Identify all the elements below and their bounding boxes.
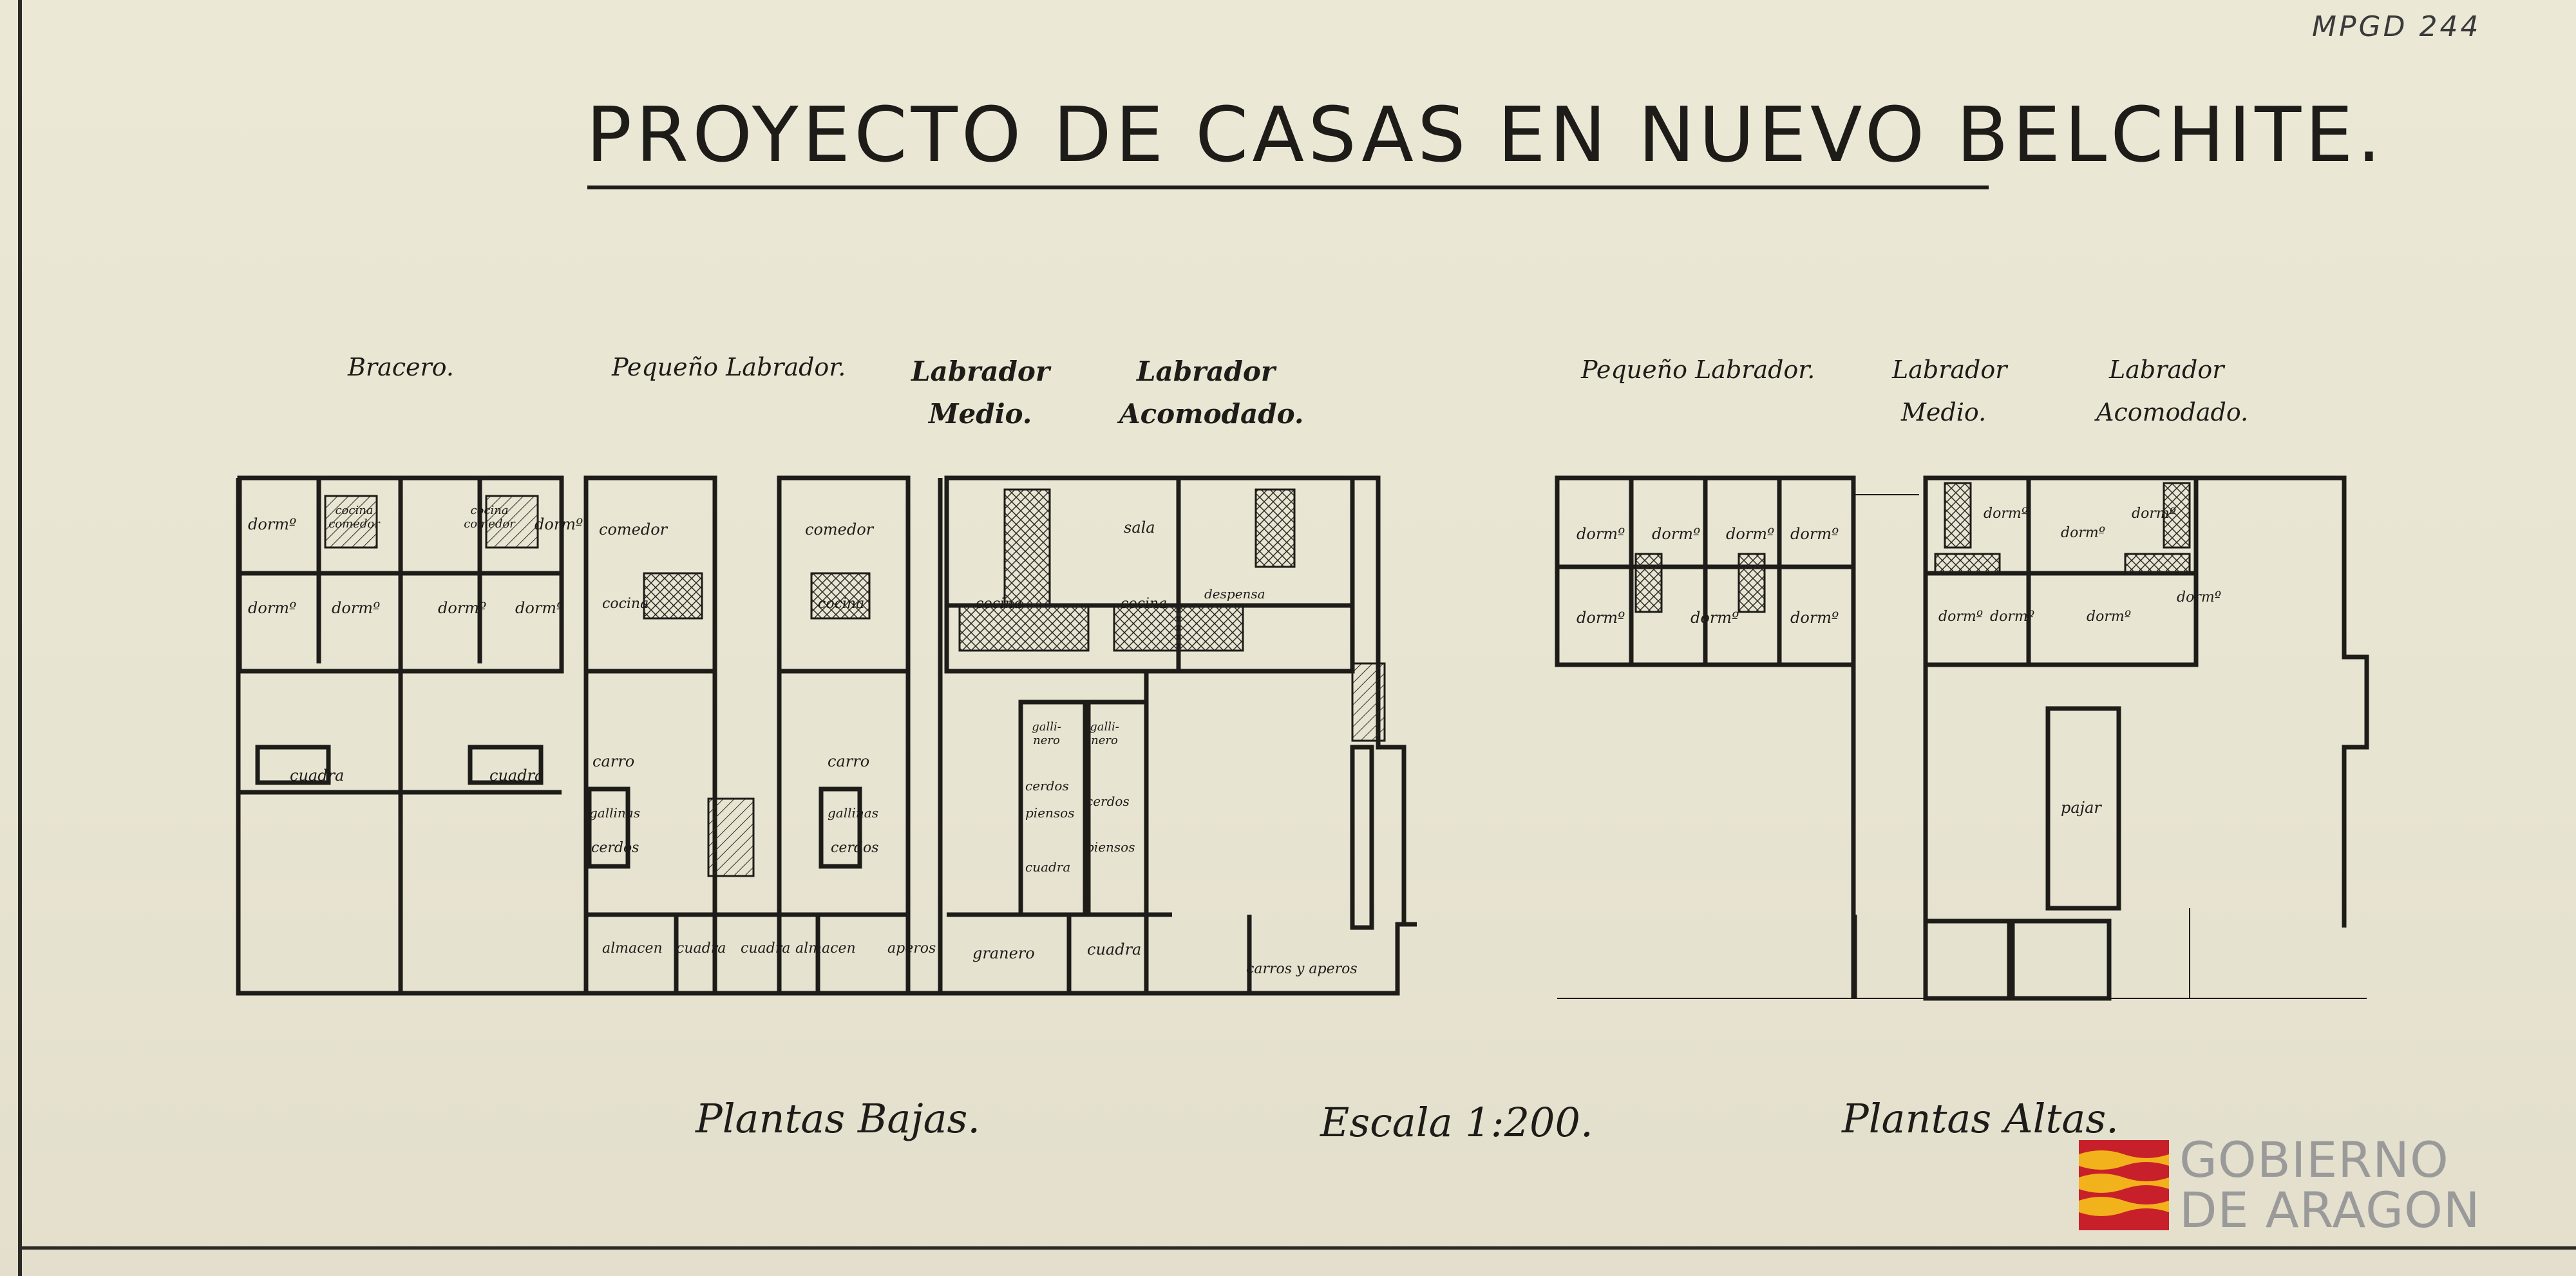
room-dorm: dormº — [2132, 506, 2177, 522]
room-cocina: cocina — [976, 596, 1023, 612]
room-cuadra: cuadra — [1025, 859, 1071, 875]
room-cuadra: cuadra — [290, 767, 345, 785]
room-dorm: dormº — [1690, 609, 1739, 627]
room-dorm: dormº — [1984, 506, 2029, 522]
room-despensa: despensa — [1204, 586, 1265, 602]
room-gallinas: gallinas — [828, 805, 878, 821]
room-comedor: comedor — [805, 520, 874, 538]
room-cocina: cocina — [1121, 596, 1168, 612]
ground-floor-plan — [236, 475, 1417, 996]
frame-border-left — [18, 0, 22, 1276]
room-cuadra: cuadra — [489, 767, 544, 785]
catalog-reference: MPGD 244 — [2312, 10, 2481, 43]
room-carros-y-aperos: carros y aperos — [1246, 961, 1358, 977]
room-dorm: dormº — [332, 599, 381, 617]
room-gallinero: galli- nero — [1032, 720, 1061, 747]
caption-escala: Escala 1:200. — [1320, 1099, 1593, 1146]
room-carro: carro — [828, 752, 870, 770]
room-cuadra: cuadra — [741, 940, 791, 957]
room-almacen: almacen — [602, 940, 663, 957]
room-cerdos: cerdos — [591, 840, 639, 856]
label-upper-labrador-acomodado-line1: Labrador — [2109, 356, 2224, 384]
label-upper-labrador-medio-line2: Medio. — [1901, 398, 1987, 426]
room-gallinero: galli- nero — [1090, 720, 1119, 747]
room-dorm: dormº — [1577, 609, 1625, 627]
room-dorm: dormº — [438, 599, 487, 617]
room-dorm: dormº — [1790, 525, 1839, 543]
room-dorm: dormº — [1990, 609, 2035, 625]
room-cerdos: cerdos — [1025, 778, 1069, 794]
logo-text: GOBIERNO DE ARAGON — [2179, 1135, 2481, 1235]
room-dorm: dormº — [1938, 609, 1984, 625]
label-labrador-acomodado-line2: Acomodado. — [1119, 398, 1304, 430]
room-dorm: dormº — [1652, 525, 1701, 543]
room-cocina: cocina — [602, 596, 649, 612]
logo-line-2: DE ARAGON — [2179, 1181, 2481, 1239]
room-dorm: dormº — [248, 599, 297, 617]
room-cocina-comedor: cocina comedor — [328, 504, 380, 531]
label-upper-labrador-acomodado-line2: Acomodado. — [2096, 398, 2249, 426]
room-pajar: pajar — [2061, 799, 2101, 817]
title-underline — [587, 186, 1989, 189]
room-granero: granero — [972, 944, 1035, 962]
gobierno-de-aragon-logo: GOBIERNO DE ARAGON — [2079, 1135, 2481, 1235]
room-cerdos: cerdos — [831, 840, 879, 856]
room-sala: sala — [1124, 519, 1155, 537]
room-gallinas: gallinas — [589, 805, 640, 821]
caption-plantas-altas: Plantas Altas. — [1842, 1095, 2119, 1142]
room-piensos: piensos — [1025, 805, 1075, 821]
room-carro: carro — [592, 752, 635, 770]
room-dorm: dormº — [535, 515, 583, 533]
caption-plantas-bajas: Plantas Bajas. — [696, 1095, 981, 1142]
room-dorm: dormº — [1790, 609, 1839, 627]
logo-line-1: GOBIERNO — [2179, 1131, 2449, 1188]
room-cuadra: cuadra — [1087, 940, 1142, 958]
upper-floor-plan — [1555, 475, 2369, 1001]
label-labrador-acomodado-line1: Labrador — [1137, 356, 1275, 387]
label-pequeno-labrador: Pequeño Labrador. — [612, 353, 846, 381]
room-almacen: almacen — [795, 940, 856, 957]
room-cuadra: cuadra — [676, 940, 726, 957]
room-dorm: dormº — [515, 599, 564, 617]
room-cerdos: cerdos — [1086, 794, 1130, 809]
room-aperos: aperos — [887, 940, 936, 957]
room-dorm: dormº — [2061, 525, 2106, 541]
frame-border-bottom — [18, 1246, 2576, 1250]
aragon-flag-icon — [2079, 1140, 2169, 1230]
room-dorm: dormº — [1726, 525, 1775, 543]
room-dorm: dormº — [1577, 525, 1625, 543]
label-bracero: Bracero. — [348, 353, 454, 381]
room-comedor: comedor — [599, 520, 668, 538]
label-labrador-medio-line1: Labrador — [911, 356, 1050, 387]
room-cocina-comedor: cocina comedor — [464, 504, 515, 531]
room-cocina: cocina — [818, 596, 865, 612]
room-dorm: dormº — [2087, 609, 2132, 625]
label-upper-labrador-medio-line1: Labrador — [1892, 356, 2007, 384]
label-upper-pequeno-labrador: Pequeño Labrador. — [1581, 356, 1815, 384]
room-dorm: dormº — [2177, 589, 2222, 605]
room-piensos: piensos — [1086, 839, 1135, 855]
room-dorm: dormº — [248, 515, 297, 533]
label-labrador-medio-line2: Medio. — [929, 398, 1032, 430]
drawing-title: PROYECTO DE CASAS EN NUEVO BELCHITE. — [586, 90, 2385, 179]
